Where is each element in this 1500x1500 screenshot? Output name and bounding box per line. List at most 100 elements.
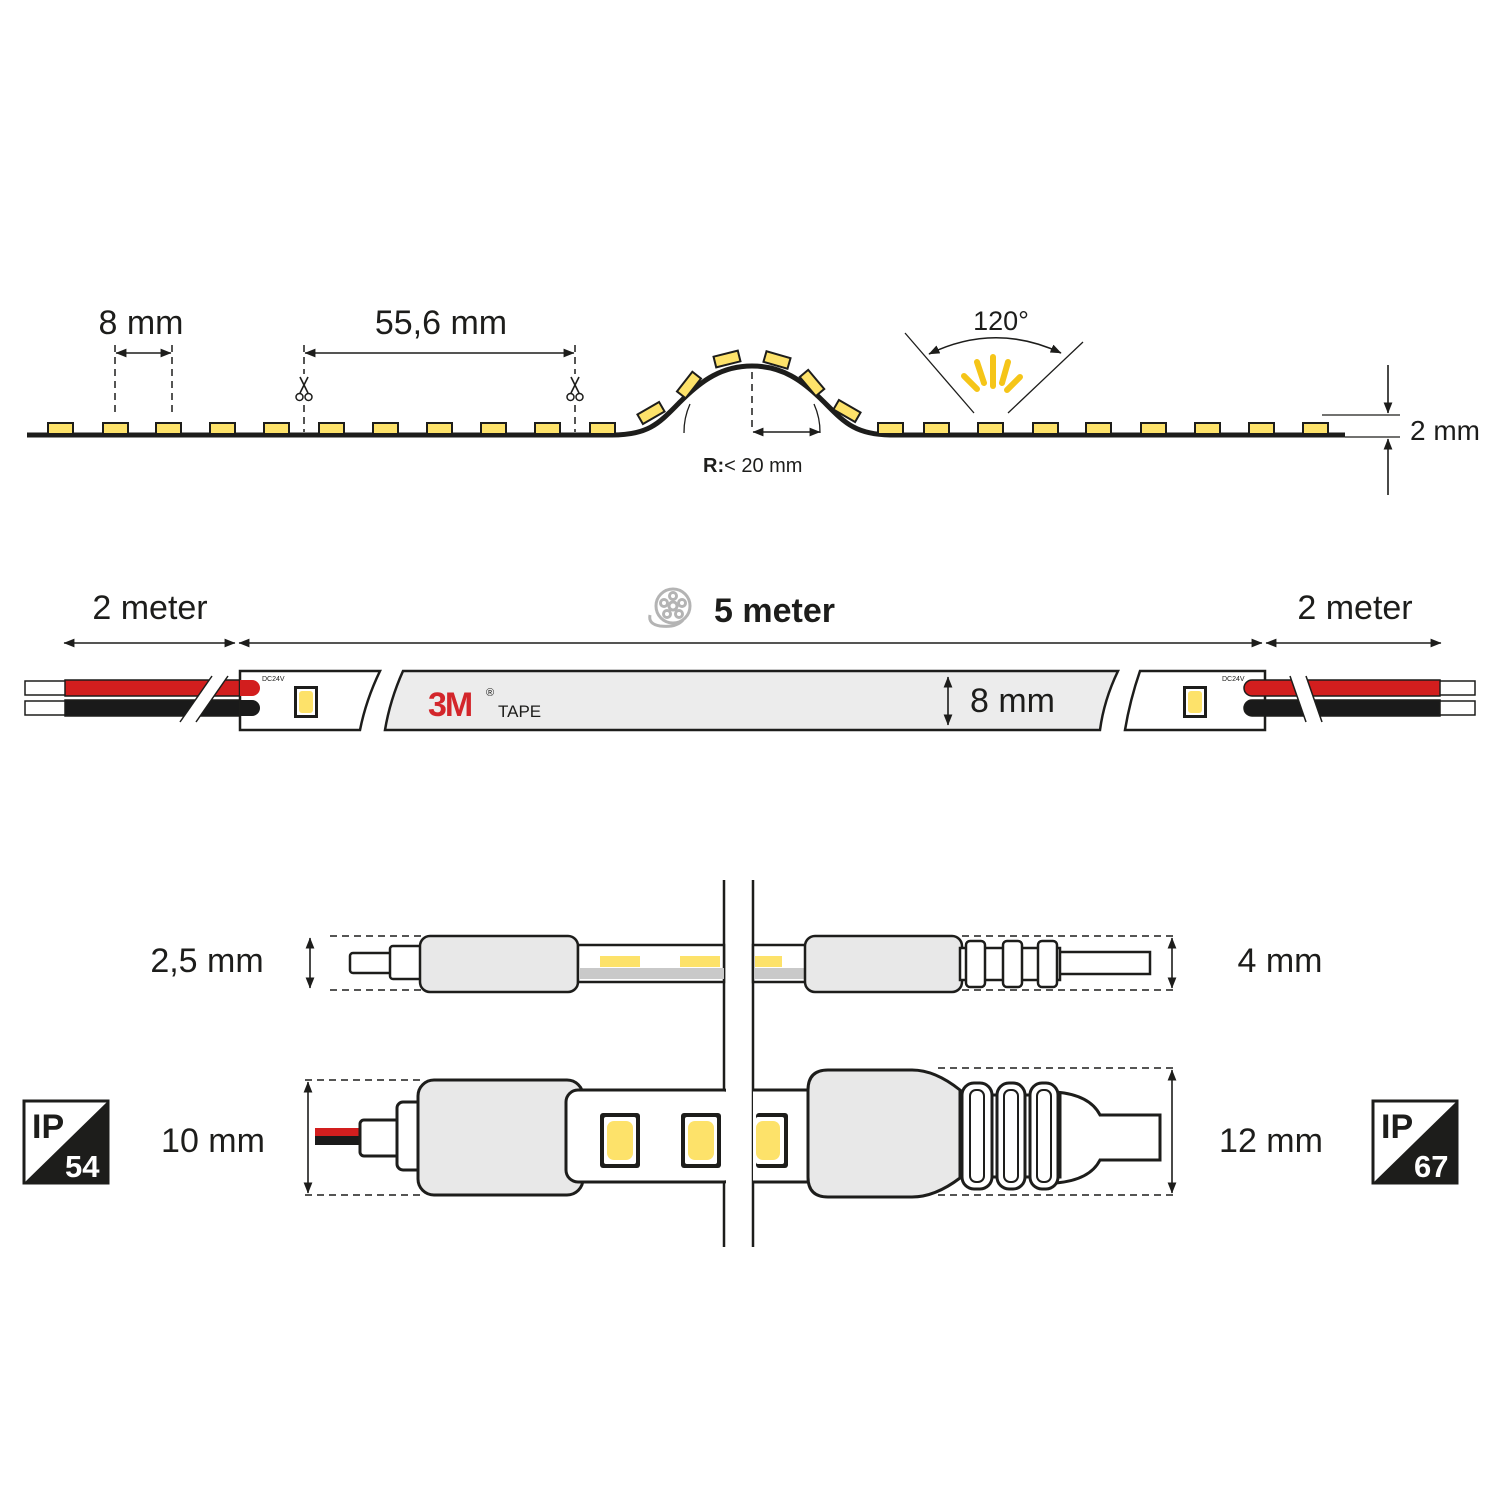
led-chip xyxy=(675,370,703,400)
ip67-width-label: 12 mm xyxy=(1219,1122,1323,1160)
led-chip xyxy=(680,956,720,967)
led-chip xyxy=(534,422,561,435)
led-chip xyxy=(755,956,782,967)
versions-section: 2,5 mm 4 mm xyxy=(22,880,1459,1247)
led-chip xyxy=(877,422,904,435)
tape-reel-icon xyxy=(648,587,692,628)
brand-registered-mark: ® xyxy=(486,687,494,699)
led-chip xyxy=(600,956,640,967)
beam-angle-arc xyxy=(928,336,1062,355)
strip-width-label: 8 mm xyxy=(970,682,1055,720)
strip-body xyxy=(383,669,1120,732)
led-chip xyxy=(798,368,826,398)
wire-positive xyxy=(64,679,261,697)
wire-break-mark xyxy=(180,676,228,722)
end-cap xyxy=(803,934,964,994)
bend-radius-prefix: R: xyxy=(703,455,724,477)
led-chip xyxy=(1302,422,1329,435)
wire-positive xyxy=(315,1128,363,1136)
led-chip xyxy=(155,422,182,435)
led-chip xyxy=(681,1113,721,1168)
led-chip xyxy=(756,1113,788,1168)
led-chip xyxy=(923,422,950,435)
led-chip xyxy=(47,422,74,435)
end-cap xyxy=(416,1078,585,1197)
ip67-side-profile: 4 mm xyxy=(751,934,1323,994)
lead-right-label: 2 meter xyxy=(1297,589,1412,627)
led-chip xyxy=(318,422,345,435)
ip54-badge-prefix: IP xyxy=(32,1108,64,1146)
wire-negative xyxy=(315,1136,363,1145)
ip67-top-view: 12 mm xyxy=(753,1067,1323,1199)
thickness-label: 2 mm xyxy=(1410,415,1480,446)
gland-rib xyxy=(960,1081,994,1191)
cable xyxy=(1053,950,1152,976)
led-chip xyxy=(1248,422,1275,435)
led-chip xyxy=(426,422,453,435)
voltage-label-left: DC24V xyxy=(262,676,285,683)
led-chip xyxy=(1194,422,1221,435)
led-chip xyxy=(263,422,290,435)
wire-negative xyxy=(1243,699,1441,717)
led-chip xyxy=(1032,422,1059,435)
wire-break-mark xyxy=(1290,676,1322,722)
brand-logo: 3M xyxy=(428,686,472,724)
led-chip xyxy=(1183,686,1207,718)
led-chips-straight xyxy=(47,422,1329,435)
ip54-top-view: 10 mm xyxy=(161,1078,738,1197)
bend-profile-section: 8 mm 55,6 mm R:< 20 mm xyxy=(27,304,1480,495)
cut-interval-label: 55,6 mm xyxy=(375,304,507,342)
voltage-label-right: DC24V xyxy=(1222,676,1245,683)
strip-length-label: 5 meter xyxy=(714,592,835,630)
radius-arc-right xyxy=(813,403,821,434)
lead-wires-right xyxy=(1243,675,1476,723)
led-chip xyxy=(372,422,399,435)
led-chip xyxy=(1085,422,1112,435)
ip67-badge: IP 67 xyxy=(1371,1099,1459,1185)
radius-arc-left xyxy=(683,403,691,434)
bend-radius-value: < 20 mm xyxy=(724,455,802,477)
ip67-badge-rating: 67 xyxy=(1414,1149,1448,1184)
gland-rib xyxy=(1036,939,1059,989)
ip54-badge: IP 54 xyxy=(22,1099,110,1185)
led-chip xyxy=(712,349,742,369)
led-chip xyxy=(832,398,862,424)
scissors-icon xyxy=(566,374,584,402)
ip54-height-label: 2,5 mm xyxy=(150,942,263,980)
led-chip xyxy=(294,686,318,718)
strip-side-profile xyxy=(27,363,1345,438)
ip54-width-label: 10 mm xyxy=(161,1122,265,1160)
led-chip xyxy=(762,350,792,370)
led-chip xyxy=(977,422,1004,435)
led-chip xyxy=(1140,422,1167,435)
led-chip xyxy=(209,422,236,435)
gland-rib xyxy=(995,1081,1027,1191)
led-chip xyxy=(480,422,507,435)
lead-wires-left xyxy=(24,675,261,723)
gland-rib xyxy=(1001,939,1024,989)
end-cap xyxy=(806,1068,962,1199)
led-chip xyxy=(102,422,129,435)
scissors-icon xyxy=(295,374,313,402)
brand-suffix: TAPE xyxy=(498,702,541,721)
lead-left-label: 2 meter xyxy=(92,589,207,627)
end-cap xyxy=(418,934,580,994)
bend-radius-label: R:< 20 mm xyxy=(703,455,802,477)
led-size-label: 8 mm xyxy=(99,304,184,342)
led-chips-bent xyxy=(636,349,862,426)
led-chip xyxy=(636,400,666,426)
strip-overview-section: 2 meter 5 meter 2 meter xyxy=(24,587,1476,732)
wire-positive xyxy=(1243,679,1441,697)
ip54-badge-rating: 54 xyxy=(65,1149,100,1184)
led-chip xyxy=(600,1113,640,1168)
light-rays-icon xyxy=(961,354,1023,393)
wire-negative xyxy=(64,699,261,717)
beam-angle-label: 120° xyxy=(973,306,1029,336)
ip67-badge-prefix: IP xyxy=(1381,1108,1413,1146)
plug-tip xyxy=(348,951,397,975)
ip54-side-profile: 2,5 mm xyxy=(150,934,726,994)
led-chip xyxy=(589,422,616,435)
ip67-height-label: 4 mm xyxy=(1238,942,1323,980)
gland-rib xyxy=(1028,1081,1060,1191)
